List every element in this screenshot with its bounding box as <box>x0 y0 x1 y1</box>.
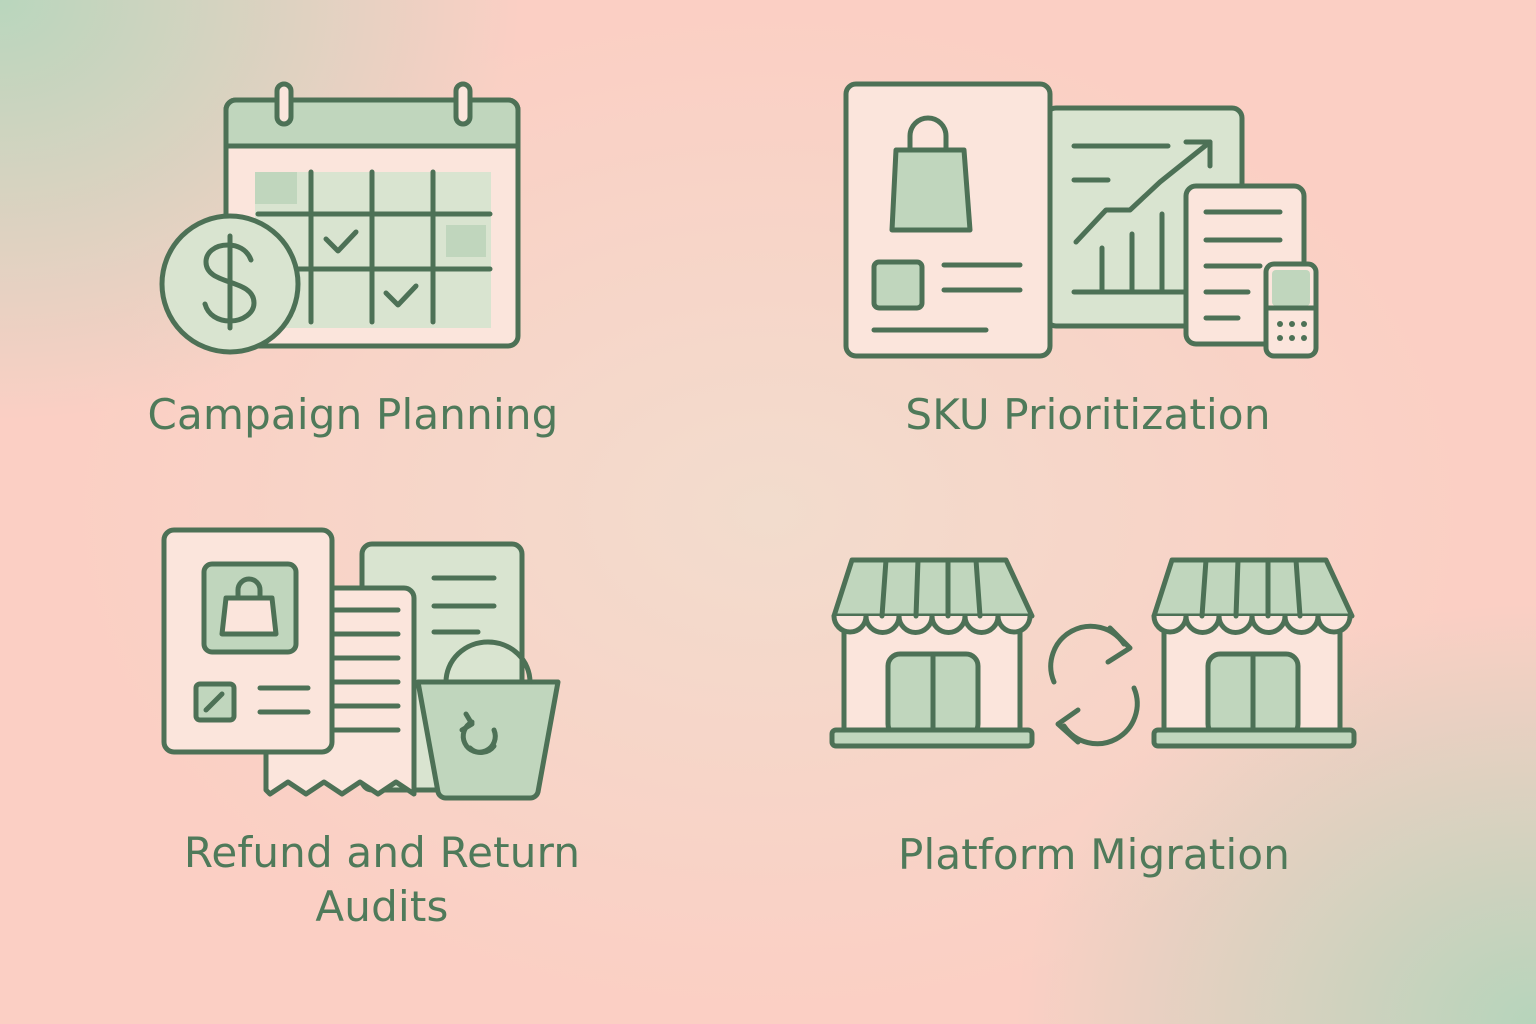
card-label: Campaign Planning <box>147 390 559 439</box>
storefront-icon <box>829 557 1357 749</box>
sync-arrows-icon <box>1048 623 1140 747</box>
card-campaign-planning: Campaign Planning <box>0 0 768 512</box>
card-sku-prioritization: SKU Prioritization <box>768 0 1536 512</box>
return-basket-icon <box>415 639 561 801</box>
shopping-bag-icon <box>201 561 299 655</box>
card-label: SKU Prioritization <box>905 390 1271 439</box>
checkmark-icon <box>323 229 359 254</box>
card-label-line1: Refund and Return <box>183 828 581 877</box>
card-refund-return-audits: Refund and Return Audits <box>0 512 768 1024</box>
card-platform-migration: Platform Migration <box>768 512 1536 1024</box>
card-label: Platform Migration <box>897 830 1291 879</box>
product-sheet-icon <box>843 81 1053 359</box>
calendar-icon <box>159 81 521 355</box>
growth-chart-icon <box>843 81 1319 359</box>
receipt-icon <box>161 527 561 801</box>
calculator-icon <box>1263 261 1319 359</box>
card-label-line2: Audits <box>315 882 449 931</box>
